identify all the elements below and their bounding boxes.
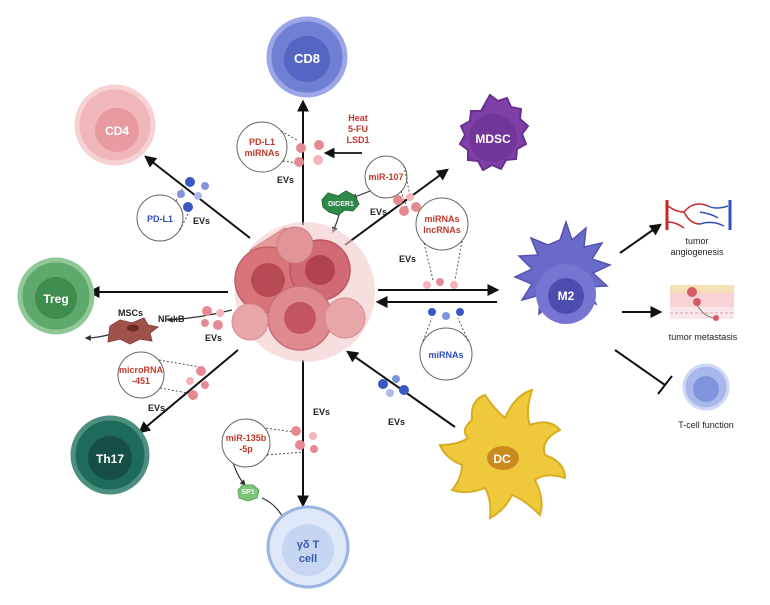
inhibit-tcell <box>614 349 666 386</box>
arrows <box>87 99 673 508</box>
arrow-to-angiogenesis <box>619 223 662 254</box>
metastasis-label: tumor metastasis <box>669 332 738 342</box>
labels: PD-L1 miRNAs EVs Heat 5-FU LSD1 PD-L1 EV… <box>118 113 464 454</box>
gdt-cell: γδ T cell <box>266 505 350 589</box>
ev-label-cd4: EVs <box>193 216 210 226</box>
arrow-to-th17 <box>138 349 239 434</box>
mdsc-cell: MDSC <box>458 93 530 172</box>
pdl1-label: PD-L1 <box>147 214 173 224</box>
microrna-line1: microRNA <box>119 365 164 375</box>
angiogenesis-line2: angiogenesis <box>670 247 724 257</box>
ev-label-mdsc: EVs <box>370 207 387 217</box>
cd8-label: CD8 <box>294 51 320 66</box>
treg-label: Treg <box>43 292 68 306</box>
inhibit-bar <box>657 375 673 395</box>
angiogenesis-line1: tumor <box>685 236 708 246</box>
angiogenesis-icon <box>665 200 732 230</box>
heat-label: Heat <box>348 113 368 123</box>
ev-label-th17: EVs <box>148 403 165 413</box>
gdt-label-line1: γδ T <box>297 539 320 551</box>
ev-dots <box>177 140 464 453</box>
cd4-label: CD4 <box>105 124 129 138</box>
mir135-line2: -5p <box>239 444 253 454</box>
ev-label-cd8: EVs <box>277 175 294 185</box>
callouts <box>117 121 473 468</box>
dc-label: DC <box>493 452 511 466</box>
nfkb-label: NF-kB <box>158 314 185 324</box>
m2-label: M2 <box>558 289 575 303</box>
cd8-cell: CD8 <box>266 16 348 98</box>
tcell-icon <box>682 363 730 411</box>
lsd1-label: LSD1 <box>346 135 369 145</box>
sp1-label: SP1 <box>241 489 254 496</box>
mdsc-label: MDSC <box>475 132 511 146</box>
ev-label-gdt: EVs <box>313 407 330 417</box>
mirnas-label: miRNAs <box>424 214 459 224</box>
m2-cell: M2 <box>513 219 613 324</box>
dicer1-label: DICER1 <box>328 201 354 208</box>
tumor-cluster <box>231 222 375 362</box>
mscs-cell <box>107 317 160 345</box>
pdl1-mirnas-line2: miRNAs <box>244 148 279 158</box>
pdl1-mirnas-line1: PD-L1 <box>249 137 275 147</box>
lncrnas-label: lncRNAs <box>423 225 461 235</box>
ev-label-dc: EVs <box>388 417 405 427</box>
ev-label-treg: EVs <box>205 333 222 343</box>
mir135-line1: miR-135b <box>226 433 267 443</box>
arrow-to-mdsc <box>344 168 449 246</box>
treg-cell: Treg <box>17 257 95 335</box>
arrow-tumor-mscs <box>166 309 233 323</box>
dicer1-shape: DICER1 <box>321 190 360 216</box>
gdt-label-line2: cell <box>299 553 317 565</box>
th17-label: Th17 <box>96 452 124 466</box>
mirnas-m2-label: miRNAs <box>428 350 463 360</box>
microrna-line2: -451 <box>132 376 150 386</box>
mir107-label: miR-107 <box>368 172 403 182</box>
mscs-label: MSCs <box>118 308 143 318</box>
ev-label-m2: EVs <box>399 254 416 264</box>
th17-cell: Th17 <box>70 415 150 495</box>
cd4-cell: CD4 <box>74 84 156 166</box>
sp1-shape: SP1 <box>237 484 260 502</box>
5fu-label: 5-FU <box>348 124 368 134</box>
metastasis-icon <box>670 285 734 321</box>
tcell-label: T-cell function <box>678 420 734 430</box>
dc-cell: DC <box>438 388 567 520</box>
